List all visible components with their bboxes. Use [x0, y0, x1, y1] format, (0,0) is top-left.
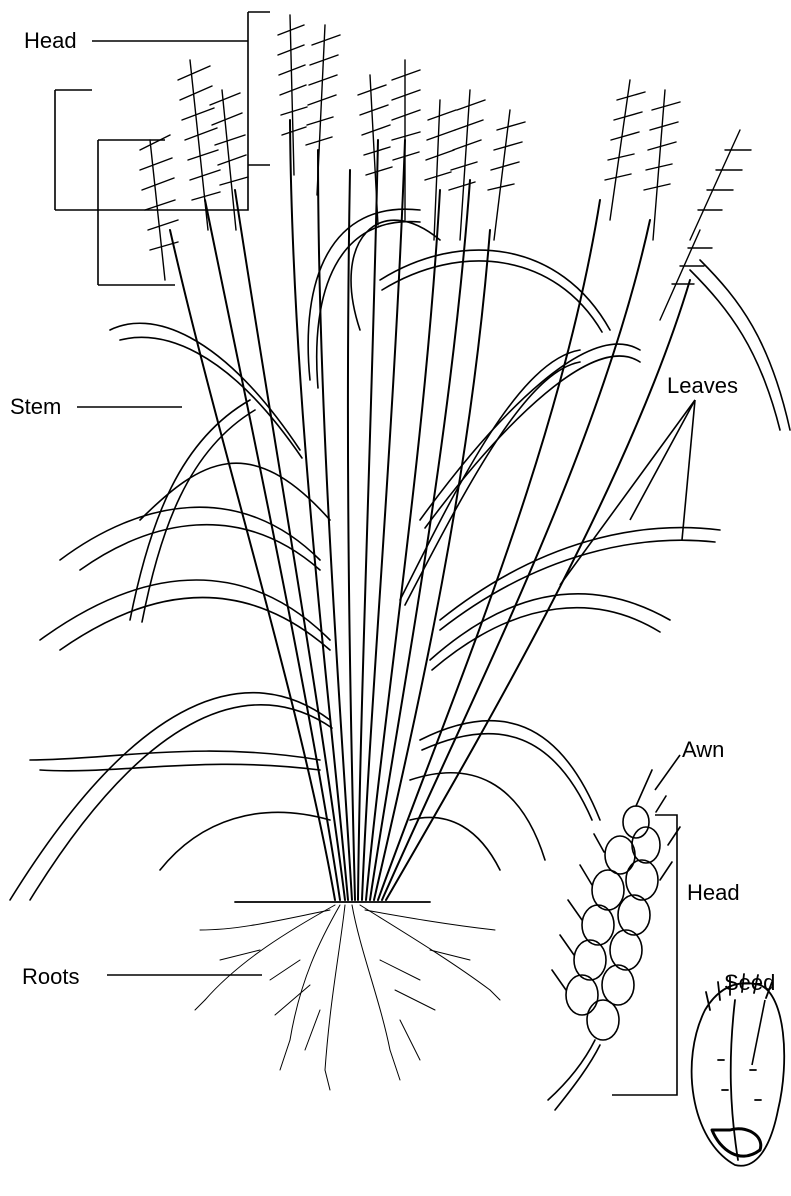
leaves-leader-line-1	[560, 400, 695, 585]
wheat-plant-illustration	[10, 15, 790, 1166]
seed-leader-line	[752, 1000, 765, 1065]
stems	[170, 120, 690, 900]
label-stem: Stem	[10, 394, 61, 419]
label-seed: Seed	[724, 970, 775, 995]
roots	[195, 905, 500, 1090]
head-detail-bracket	[612, 815, 677, 1095]
label-roots: Roots	[22, 964, 79, 989]
seed-closeup	[692, 974, 785, 1166]
label-leaves: Leaves	[667, 373, 738, 398]
wheat-heads	[140, 15, 751, 320]
leaves-blades	[10, 209, 790, 900]
label-head-detail: Head	[687, 880, 740, 905]
awn-leader-line	[655, 755, 680, 790]
label-awn: Awn	[682, 737, 724, 762]
labels: Head Stem Leaves Roots Awn Head Seed	[10, 28, 775, 995]
head-closeup	[548, 770, 680, 1110]
label-head-main: Head	[24, 28, 77, 53]
